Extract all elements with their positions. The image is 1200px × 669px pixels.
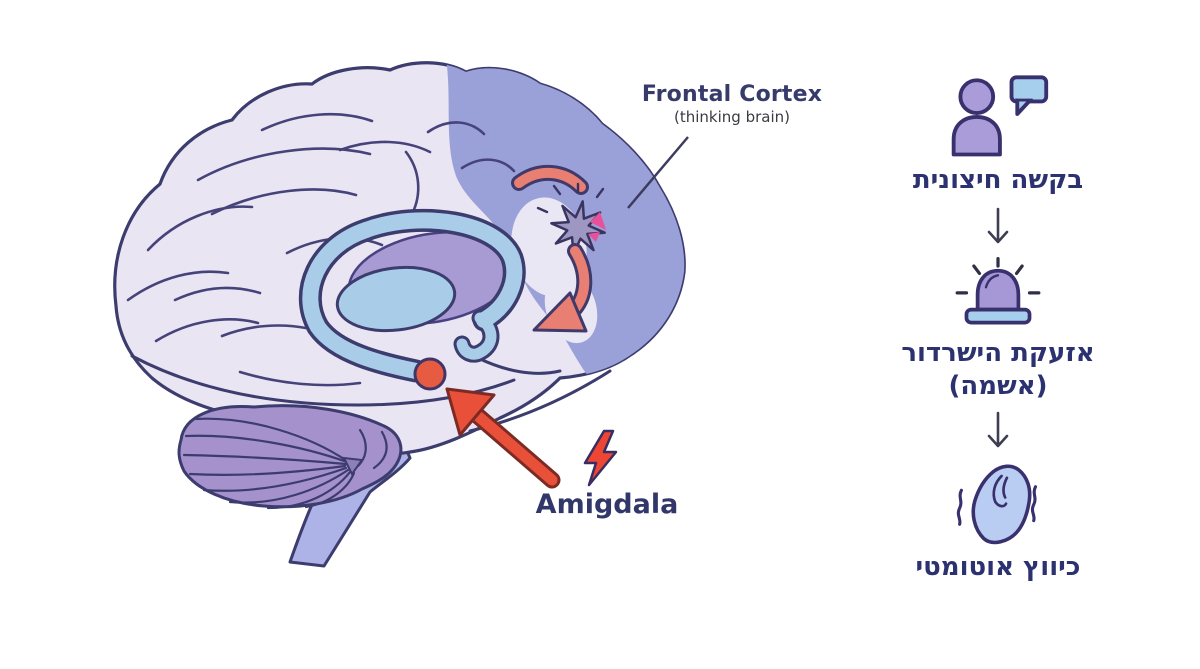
step-label-line: אזעקת הישרדור: [901, 338, 1095, 369]
person-speech-icon: [951, 75, 1049, 157]
siren-icon: [955, 257, 1041, 325]
clenched-fist-icon: [956, 464, 1038, 545]
amygdala-label: Amigdala: [535, 489, 679, 520]
step-label-survival-alarm: אזעקת הישרדור (אשמה): [901, 337, 1094, 403]
signal-arc: [511, 164, 589, 195]
frontal-cortex-subtitle: (thinking brain): [674, 108, 790, 126]
label-leader-line: [627, 136, 689, 209]
down-arrow-icon: [987, 207, 1009, 244]
step-label-external-request: בקשה חיצונית: [912, 165, 1084, 195]
cerebellum-notch: [342, 456, 364, 476]
spark-burst-icon: [550, 200, 606, 256]
frontal-cortex-label: Frontal Cortex (thinking brain): [626, 82, 838, 126]
limbic-band: [298, 208, 526, 383]
spark-pink-accent: [590, 212, 606, 230]
ventricle-shape: [335, 265, 457, 333]
amygdala-dot: [413, 357, 447, 391]
gyri-lines: [126, 113, 516, 387]
signal-arrow-down: [532, 243, 593, 333]
amygdala-arrow: [445, 387, 561, 489]
spark-pink-accent: [588, 232, 600, 242]
flow-panel: בקשה חיצונית אזעקת הישרדור (אשמה): [876, 70, 1120, 584]
step-label-line: (אשמה): [948, 371, 1048, 402]
cerebellum-shape: [177, 404, 403, 509]
step-label-automatic-contraction: כיווץ אוטומטי: [915, 552, 1081, 583]
frontal-cortex-title: Frontal Cortex: [641, 82, 823, 107]
down-arrow-icon: [987, 411, 1009, 448]
lightning-icon: [583, 429, 618, 487]
spark-ticks: [536, 182, 605, 214]
